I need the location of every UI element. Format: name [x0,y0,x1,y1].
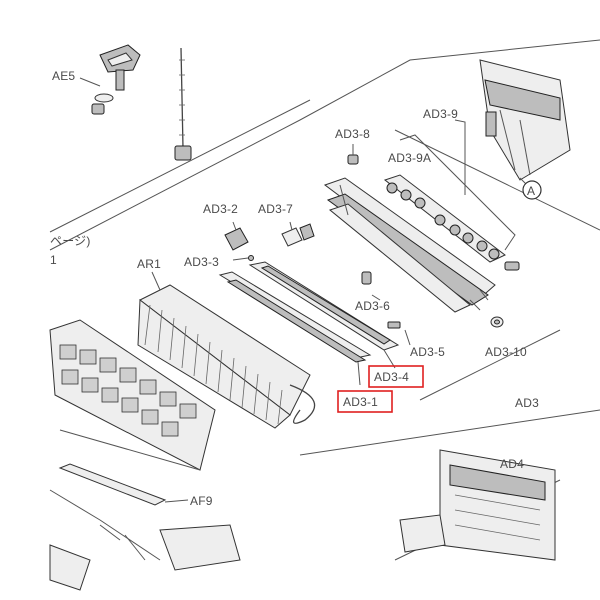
af9-bar-part [58,463,189,506]
label-ad4: AD4 [500,457,524,471]
highlight-box-ad3-1 [337,390,393,413]
ad3-8-screw [347,144,359,165]
ad3-9a-louver-set [383,174,506,263]
ad3-3-connector [232,255,254,261]
label-ad3-cut: AD3 [515,396,539,410]
ad3-5-screw [387,321,401,329]
cross-flow-fan-part [49,319,216,471]
sensor-cable-part [174,47,192,161]
label-ad3-2: AD3-2 [203,202,238,216]
label-ad3-7: AD3-7 [258,202,293,216]
label-af9: AF9 [190,494,213,508]
label-ad3-5: AD3-5 [410,345,445,359]
highlight-box-ad3-4 [368,365,424,388]
ad3-2-motor [224,221,249,251]
label-ad3-8: AD3-8 [335,127,370,141]
ar1-air-filter [137,271,316,429]
louver-frame-assembly [323,177,520,313]
label-ae5: AE5 [52,69,75,83]
right-frame-part [479,59,571,187]
label-ad3-9a: AD3-9A [388,151,431,165]
ad3-4-vane [248,261,400,351]
label-ad3-9: AD3-9 [423,107,458,121]
ad3-10-bushing [490,316,504,328]
label-ad3-1: AD3-1 [343,395,378,409]
label-ad3-3: AD3-3 [184,255,219,269]
label-ad3-10: AD3-10 [485,345,527,359]
ad3-9-outline [399,119,516,251]
label-circle-a: A [527,184,535,198]
label-page-ref-num: 1 [50,253,57,267]
reference-circle-a: A [522,180,542,200]
base-lower-parts [49,489,241,591]
ad3-6-clip [361,271,372,285]
label-ar1: AR1 [137,257,161,271]
ad3-1-vane [218,271,372,386]
ad4-panel-part [399,449,556,561]
label-ad3-6: AD3-6 [355,299,390,313]
ad3-leader-lines [371,294,481,369]
ae5-bracket-part [79,44,141,115]
label-page-ref: ページ) [50,234,91,248]
ad3-7-motor [281,221,315,247]
label-ad3-4: AD3-4 [374,370,409,384]
